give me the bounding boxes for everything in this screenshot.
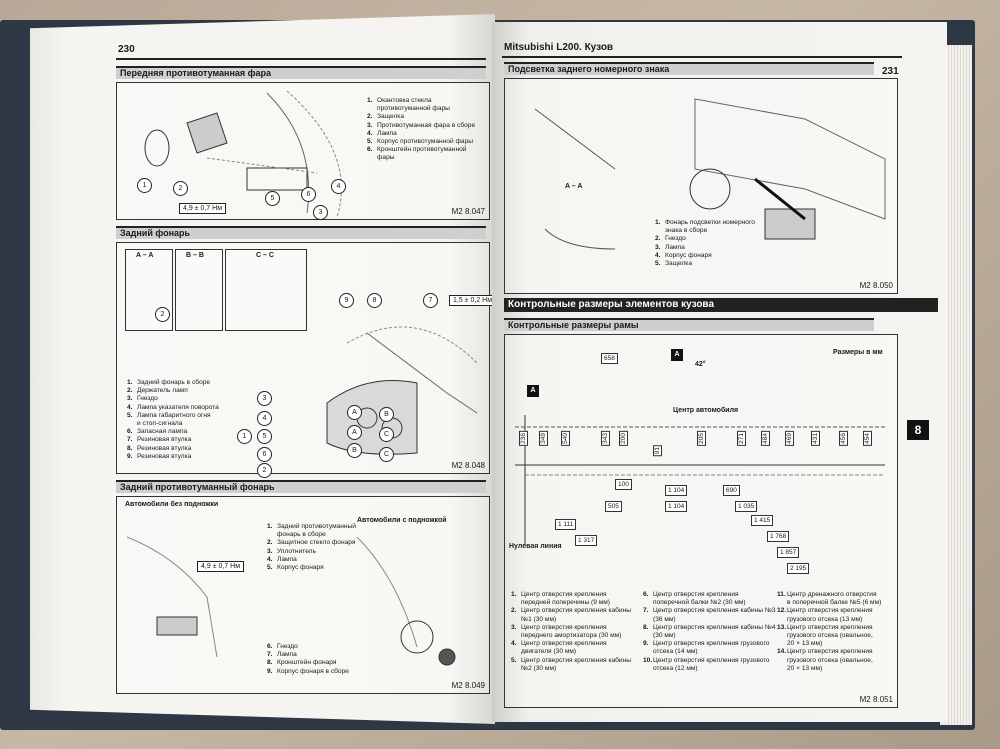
hdim: 1 104 [665, 501, 688, 512]
section-title-body-dims: Контрольные размеры элементов кузова [504, 298, 938, 312]
vdim: 454 [863, 431, 872, 446]
plate-light-figure: A – A 1.Фонарь подсветки номерного знака… [504, 78, 898, 294]
units-note: Размеры в мм [833, 349, 883, 356]
section-title-plate-light: Подсветка заднего номерного знака [504, 62, 874, 75]
hdim: 505 [605, 501, 622, 512]
callout-letter-a2: A [347, 425, 362, 440]
frame-legend-col2: 6.Центр отверстия крепления поперечной б… [643, 591, 776, 672]
view-b-b: B – B [175, 249, 223, 331]
vdim: 205 [697, 431, 706, 446]
marker-a: A [527, 385, 539, 397]
angle-label: 42° [695, 361, 706, 368]
callout-letter-b: B [379, 407, 394, 422]
callout-letter-c: C [379, 427, 394, 442]
callout-1: 1 [237, 429, 252, 444]
hdim: 1 104 [665, 485, 688, 496]
section-title-rear-lamp: Задний фонарь [116, 226, 486, 239]
callout-letter-a: A [347, 405, 362, 420]
vdim: 91 [653, 445, 662, 457]
torque-label: 4,9 ± 0,7 Нм [179, 203, 227, 214]
running-head: Mitsubishi L200. Кузов [504, 42, 614, 53]
callout-3: 3 [313, 205, 328, 220]
chapter-tab: 8 [907, 420, 929, 440]
section-title-front-fog: Передняя противотуманная фара [116, 66, 486, 79]
vdim: 349 [539, 431, 548, 446]
center-label: Центр автомобиля [673, 407, 739, 414]
hdim: 1 857 [777, 547, 800, 558]
hdim: 658 [601, 353, 618, 364]
subtitle-with-step: Автомобили с подножкой [357, 517, 447, 524]
rear-lamp-legend: 1.Задний фонарь в сборе 2.Держатель ламп… [127, 379, 219, 460]
callout-9: 9 [339, 293, 354, 308]
left-page-number: 230 [118, 44, 135, 55]
figure-ref: M2 8.048 [451, 461, 485, 470]
hdim: 690 [723, 485, 740, 496]
figure-ref: M2 8.051 [859, 695, 893, 704]
front-fog-figure: 1 2 5 6 3 4 4,9 ± 0,7 Нм 1.Окантовка сте… [116, 82, 490, 220]
hdim: 1 415 [751, 515, 774, 526]
figure-ref: M2 8.050 [859, 281, 893, 290]
section-title-frame: Контрольные размеры рамы [504, 318, 874, 331]
view-c-c: C – C [225, 249, 307, 331]
plate-light-drawing [534, 98, 886, 250]
subtitle-no-step: Автомобили без подножки [125, 501, 219, 508]
callout-2: 2 [155, 307, 170, 322]
callout-8: 8 [367, 293, 382, 308]
vdim: 540 [561, 431, 570, 446]
right-page-number: 231 [882, 66, 899, 77]
callout-5: 5 [257, 429, 272, 444]
rear-fog-drawing [126, 536, 456, 666]
callout-7: 7 [423, 293, 438, 308]
plate-light-legend: 1.Фонарь подсветки номерного знака в сбо… [655, 219, 755, 268]
torque-label: 1,5 ± 0,2 Нм [449, 295, 495, 306]
hdim: 2 195 [787, 563, 810, 574]
frame-legend-col3: 11.Центр дренажного отверстия в поперечн… [777, 591, 882, 672]
hdim: 100 [615, 479, 632, 490]
callout-2: 2 [173, 181, 188, 196]
rear-lamp-figure: A – A B – B C – C 9 8 7 2 3 4 5 6 1 2 A … [116, 242, 495, 478]
view-a-a: A – A [565, 183, 583, 190]
hdim: 1 111 [555, 519, 577, 530]
callout-1: 1 [137, 178, 152, 193]
vdim: 431 [811, 431, 820, 446]
rear-fog-legend-top: 1.Задний противотуманный фонарь в сборе … [267, 523, 356, 572]
zero-line-label: Нулевая линия [509, 543, 562, 550]
section-title-rear-fog: Задний противотуманный фонарь [116, 480, 486, 493]
callout-6: 6 [301, 187, 316, 202]
front-fog-legend: 1.Окантовка стекла противотуманной фары … [367, 97, 476, 162]
rear-fog-legend-bottom: 6.Гнездо 7.Лампа 8.Кронштейн фонаря 9.Ко… [267, 643, 349, 675]
callout-letter-c2: C [379, 447, 394, 462]
callout-5: 5 [265, 191, 280, 206]
callout-3: 3 [257, 391, 272, 406]
callout-2b: 2 [257, 463, 272, 478]
vdim: 343 [601, 431, 610, 446]
figure-ref: M2 8.047 [451, 207, 485, 216]
marker-a-detail: A [671, 349, 683, 361]
callout-letter-b2: B [347, 443, 362, 458]
vdim: 236 [519, 431, 528, 446]
rear-fog-figure: Автомобили без подножки Автомобили с под… [116, 496, 490, 694]
front-fog-drawing [144, 90, 342, 218]
left-page: 230 Передняя противотуманная фара 1 2 5 … [30, 14, 495, 724]
callout-4: 4 [331, 179, 346, 194]
vdim: 456 [839, 431, 848, 446]
vdim: 271 [737, 431, 746, 446]
callout-6: 6 [257, 447, 272, 462]
vdim: 469 [785, 431, 794, 446]
frame-figure: Размеры в мм A A 42° Центр автомобиля Ну… [504, 334, 898, 708]
vdim: 200 [619, 431, 628, 446]
right-page: Mitsubishi L200. Кузов 231 Подсветка зад… [492, 22, 947, 722]
hdim: 1 768 [767, 531, 790, 542]
hdim: 1 035 [735, 501, 758, 512]
vdim: 484 [761, 431, 770, 446]
callout-4: 4 [257, 411, 272, 426]
torque-label: 4,9 ± 0,7 Нм [197, 561, 245, 572]
figure-ref: M2 8.049 [451, 681, 485, 690]
frame-legend-col1: 1.Центр отверстия крепления передней поп… [511, 591, 631, 672]
hdim: 1 317 [575, 535, 598, 546]
